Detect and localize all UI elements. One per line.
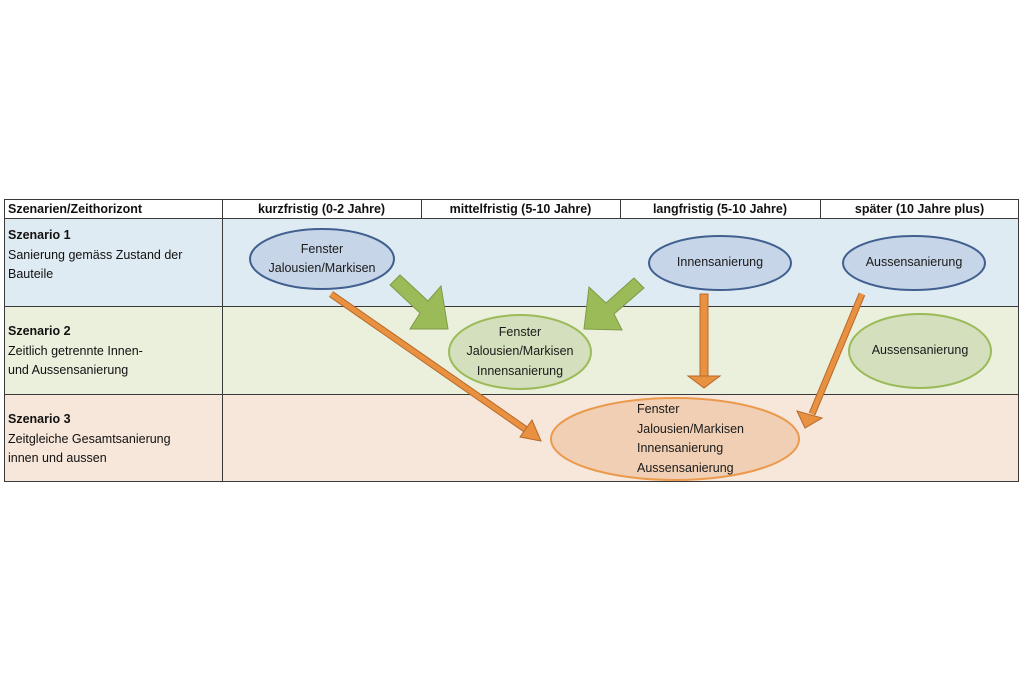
scenario-3-title: Szenario 3 [8, 412, 71, 426]
node-line: Fenster [637, 402, 680, 416]
header-langfristig: langfristig (5-10 Jahre) [620, 199, 820, 218]
orange-arrow-fenster-to-all [329, 291, 542, 442]
node-line: Aussensanierung [871, 343, 969, 358]
node-line: Jalousien/Markisen [466, 344, 574, 359]
green-arrow-innen-to-combined [583, 277, 645, 331]
node-line: Innensanierung [476, 363, 564, 378]
header-corner: Szenarien/Zeithorizont [4, 199, 222, 218]
node-s2-combined-ellipse [448, 314, 592, 390]
node-line: Innensanierung [676, 255, 764, 270]
node-s1-fenster: Fenster Jalousien/Markisen [250, 229, 394, 289]
row-label-scenario-3: Szenario 3 Zeitgleiche Gesamtsanierung i… [4, 394, 222, 482]
node-s1-fenster-ellipse [249, 228, 395, 290]
scenario-1-title: Szenario 1 [8, 228, 71, 242]
node-line: Fenster [498, 324, 542, 339]
scenario-1-description: Sanierung gemäss Zustand der Bauteile [8, 247, 183, 282]
table-border [4, 199, 1019, 482]
green-arrow-fenster-to-combined [389, 274, 449, 330]
scenario-2-title: Szenario 2 [8, 324, 71, 338]
row-bg-scenario-3 [4, 394, 1019, 482]
node-line: Innensanierung [637, 441, 724, 455]
node-s2-aussen-ellipse [848, 313, 992, 389]
orange-arrow-innen-to-all [686, 293, 722, 389]
row-label-scenario-2: Szenario 2 Zeitlich getrennte Innen- und… [4, 306, 222, 394]
node-s3-all: Fenster Jalousien/Markisen Innensanierun… [637, 400, 777, 478]
node-line: Aussensanierung [637, 460, 734, 475]
node-s1-innen-ellipse [648, 235, 792, 291]
orange-arrow-aussen-to-all [796, 292, 866, 429]
scenario-2-description: Zeitlich getrennte Innen- und Aussensani… [8, 343, 143, 378]
node-line: Fenster [300, 241, 344, 256]
node-s2-aussen: Aussensanierung [849, 314, 991, 388]
scenario-3-description: Zeitgleiche Gesamtsanierung innen und au… [8, 431, 171, 466]
node-line: Aussensanierung [865, 255, 963, 270]
row-label-scenario-1: Szenario 1 Sanierung gemäss Zustand der … [4, 218, 222, 306]
header-kurzfristig: kurzfristig (0-2 Jahre) [222, 199, 421, 218]
header-mittelfristig: mittelfristig (5-10 Jahre) [421, 199, 620, 218]
node-s2-combined: Fenster Jalousien/Markisen Innensanierun… [449, 315, 591, 389]
node-line: Jalousien/Markisen [268, 261, 376, 275]
node-s1-aussen-ellipse [842, 235, 986, 291]
node-s1-aussen: Aussensanierung [843, 236, 985, 290]
node-line: Jalousien/Markisen [637, 421, 744, 436]
node-s1-innen: Innensanierung [649, 236, 791, 290]
node-s3-all-ellipse [550, 397, 800, 481]
header-spaeter: später (10 Jahre plus) [820, 199, 1019, 218]
table-grid [4, 199, 1019, 482]
